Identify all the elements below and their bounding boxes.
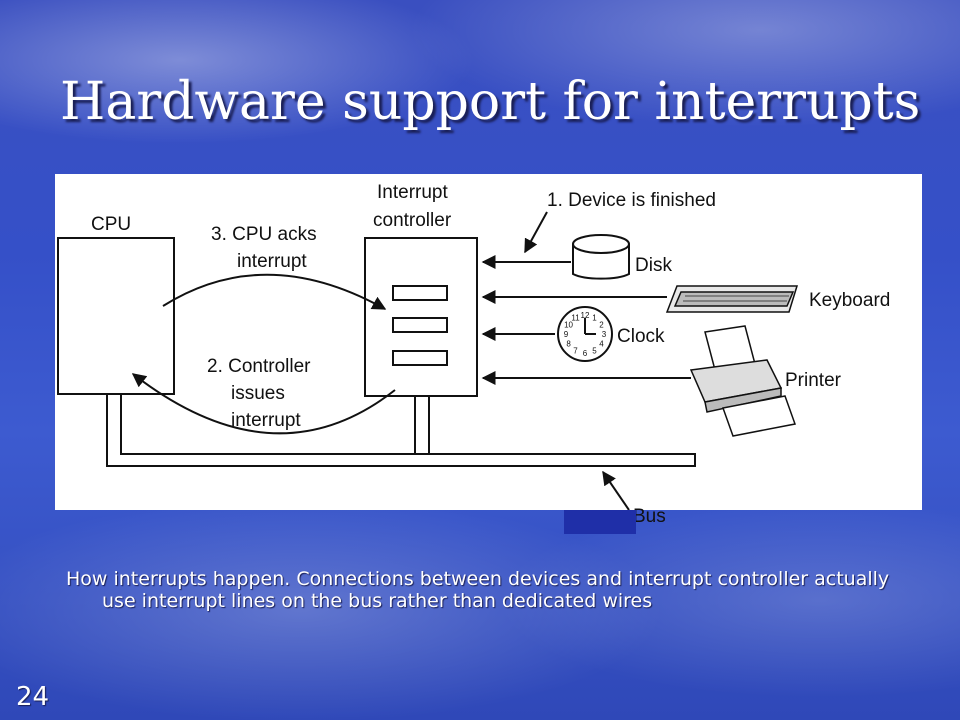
slide-title: Hardware support for interrupts (60, 72, 921, 132)
clock-numeral: 8 (566, 340, 571, 349)
bus (106, 394, 696, 467)
cpu-label: CPU (91, 214, 131, 235)
step2-line1: 2. Controller (207, 356, 311, 377)
step2-line2: issues (231, 383, 285, 404)
device-lines (481, 255, 691, 385)
step3-line1: 3. CPU acks (211, 224, 317, 245)
clock-numeral: 3 (602, 330, 607, 339)
bus-label: Bus (633, 506, 666, 527)
keyboard-label: Keyboard (809, 290, 890, 311)
controller-register (392, 317, 448, 333)
printer-label: Printer (785, 370, 842, 391)
controller-issue-arrow (131, 373, 396, 435)
clock-numeral: 11 (571, 314, 580, 323)
clock-numeral: 1 (592, 314, 597, 323)
clock-numeral: 4 (599, 340, 604, 349)
step1-label: 1. Device is finished (547, 190, 716, 211)
clock-numeral: 7 (573, 346, 578, 355)
slide-number: 24 (16, 682, 50, 712)
step2-line3: interrupt (231, 410, 301, 431)
cpu-box (57, 237, 175, 395)
disk-label: Disk (635, 255, 672, 276)
disk-icon (572, 234, 630, 280)
clock-numeral: 6 (583, 349, 588, 358)
cpu-ack-arrow (162, 273, 387, 310)
controller-register (392, 285, 448, 301)
printer-icon (689, 325, 797, 437)
controller-label-line1: Interrupt (377, 182, 448, 203)
clock-numeral: 10 (564, 321, 573, 330)
controller-label-line2: controller (373, 210, 452, 231)
interrupt-diagram: CPU Interrupt controller 3. CPU acks int… (55, 174, 922, 534)
step1-pointer (524, 211, 548, 254)
keyboard-icon (665, 285, 799, 313)
diagram-svg: CPU Interrupt controller 3. CPU acks int… (57, 182, 890, 534)
clock-icon (557, 306, 613, 362)
bus-pointer (602, 470, 630, 511)
clock-numeral: 9 (564, 330, 569, 339)
step3-line2: interrupt (237, 251, 307, 272)
controller-register (392, 350, 448, 366)
clock-numeral: 2 (599, 321, 604, 330)
clock-numeral: 5 (592, 346, 597, 355)
slide-caption: How interrupts happen. Connections betwe… (66, 568, 890, 612)
clock-numeral: 12 (581, 311, 590, 320)
clock-label: Clock (617, 326, 665, 347)
bus-label-occluder (564, 510, 636, 534)
